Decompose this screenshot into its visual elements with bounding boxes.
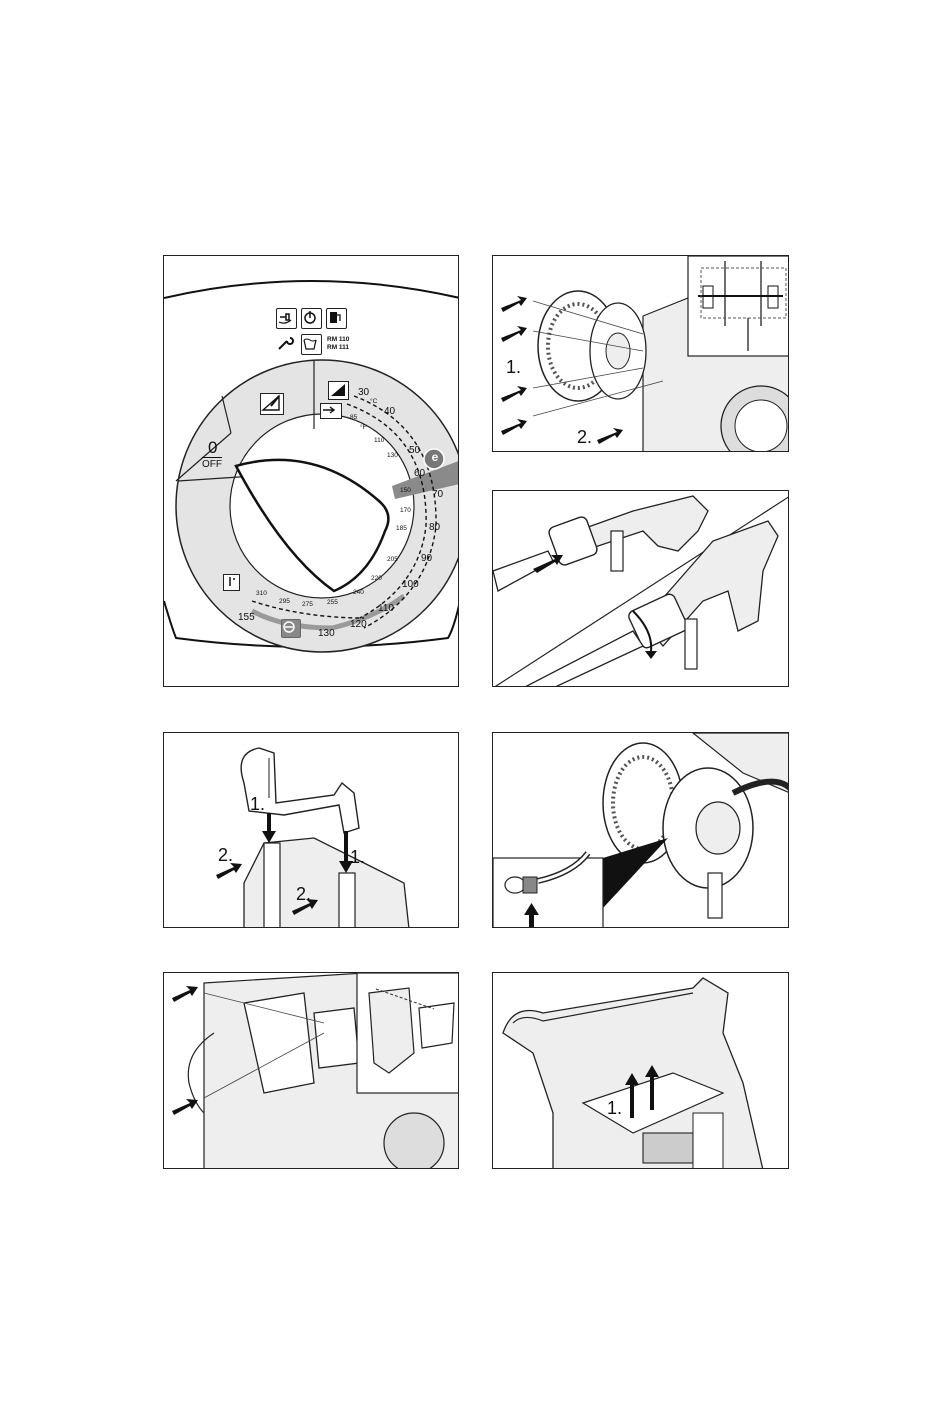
fahrenheit-tick: 310 — [256, 590, 267, 597]
lid-removal-drawing — [493, 973, 789, 1169]
power-icon — [301, 308, 322, 329]
intensity-icon — [260, 393, 284, 415]
step-label: 2. — [296, 884, 311, 905]
figure-6-holder-mounting — [163, 972, 459, 1169]
fahrenheit-tick: 255 — [327, 599, 338, 606]
figure-4-handle-mounting: 1. 2. 1. 2. — [163, 732, 459, 928]
step-label: 1. — [506, 357, 521, 378]
fahrenheit-tick: 170 — [400, 507, 411, 514]
step-label: 2. — [218, 845, 233, 866]
fahrenheit-tick: 240 — [353, 589, 364, 596]
celsius-tick: 80 — [429, 522, 440, 533]
detergent-icon — [301, 334, 322, 355]
nozzle-icon — [320, 403, 342, 419]
hose-reel-drawing — [493, 256, 789, 452]
eco-symbol: e — [429, 450, 441, 464]
hose-connection-drawing — [493, 733, 789, 928]
celsius-tick: 40 — [384, 406, 395, 417]
unit-fahrenheit: °F — [360, 424, 367, 431]
lance-icon — [223, 574, 240, 591]
fahrenheit-tick: 275 — [302, 601, 313, 608]
intensity-icon — [328, 381, 349, 400]
fahrenheit-tick: 205 — [387, 556, 398, 563]
fahrenheit-tick: 295 — [279, 598, 290, 605]
fuel-icon — [326, 308, 347, 329]
off-value: 0 — [208, 438, 217, 458]
celsius-tick: 70 — [432, 489, 443, 500]
celsius-tick: 50 — [409, 445, 420, 456]
wrench-icon — [276, 334, 297, 355]
plug-rotate-icon — [276, 308, 297, 329]
holder-drawing — [164, 973, 459, 1169]
celsius-tick: 60 — [414, 468, 425, 479]
celsius-tick: 90 — [421, 553, 432, 564]
figure-3-spray-lance-gun — [492, 490, 789, 687]
fahrenheit-tick: 150 — [400, 487, 411, 494]
model-label-list: RM 110 RM 111 — [327, 336, 349, 352]
figure-1-control-dial: RM 110 RM 111 0 OFF e °C °F 30 40 50 70 … — [163, 255, 459, 687]
celsius-tick: 100 — [402, 579, 419, 590]
figure-7-lid-removal: 1. — [492, 972, 789, 1169]
model-label: RM 111 — [327, 344, 349, 352]
celsius-tick: 155 — [238, 612, 255, 623]
handle-drawing — [164, 733, 459, 928]
celsius-tick: 130 — [318, 628, 335, 639]
model-label: RM 110 — [327, 336, 349, 344]
spray-gun-drawing — [493, 491, 789, 687]
fahrenheit-tick: 85 — [350, 414, 357, 421]
fahrenheit-tick: 185 — [396, 525, 407, 532]
fahrenheit-tick: 220 — [371, 575, 382, 582]
celsius-tick: 120 — [350, 619, 367, 630]
celsius-tick: 110 — [378, 603, 394, 614]
step-label: 1. — [350, 847, 365, 868]
off-label: OFF — [202, 457, 222, 470]
fahrenheit-tick: 130 — [387, 452, 398, 459]
step-label: 1. — [607, 1098, 622, 1119]
unit-celsius: °C — [370, 398, 377, 405]
figure-5-hose-connection — [492, 732, 789, 928]
figure-2-hose-reel-mounting: 1. 2. — [492, 255, 789, 452]
step-label: 2. — [577, 427, 592, 448]
celsius-tick: 30 — [358, 387, 369, 398]
steam-icon — [281, 619, 301, 638]
fahrenheit-tick: 110 — [374, 437, 384, 444]
step-label: 1. — [250, 794, 265, 815]
